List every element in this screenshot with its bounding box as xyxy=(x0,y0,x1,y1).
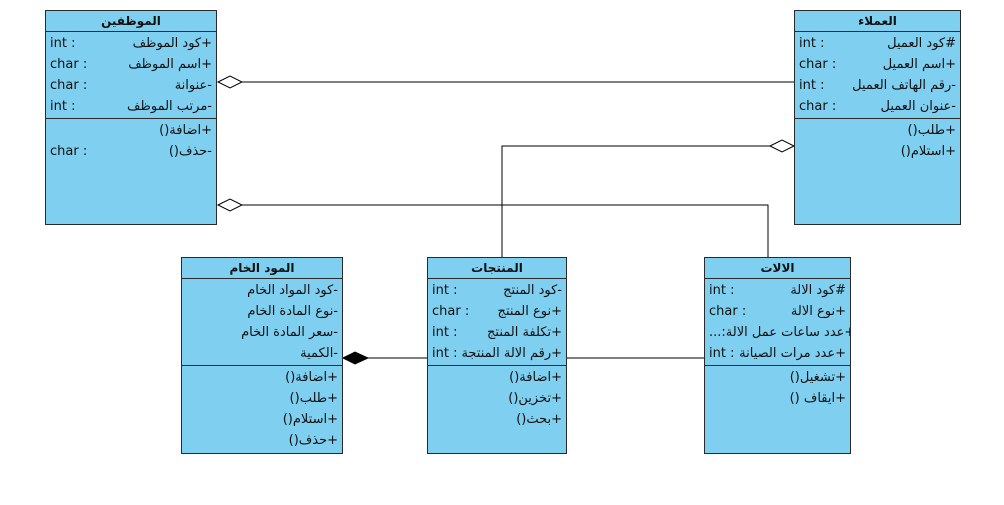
attribute-row: -نوع المادة الخام xyxy=(247,304,338,319)
class-customers[interactable]: العملاء int :#كود العميل char :+اسم العم… xyxy=(794,10,961,225)
aggregation-diamond-employees-2 xyxy=(216,198,244,212)
attribute-row: -الكمية xyxy=(300,346,338,361)
class-title: المنتجات xyxy=(428,258,566,279)
class-title: الالات xyxy=(705,258,850,279)
connector-employees-machines xyxy=(242,204,769,257)
attributes-section: int :-كود المنتج char :+نوع المنتج int :… xyxy=(428,279,566,366)
attributes-section: int :#كود العميل char :+اسم العميل int :… xyxy=(795,32,960,119)
class-machines[interactable]: الالات int :#كود الالة char :+نوع الالة … xyxy=(704,257,851,454)
class-products[interactable]: المنتجات int :-كود المنتج char :+نوع الم… xyxy=(427,257,567,454)
attribute-row: char :+نوع الالة xyxy=(709,304,846,319)
operations-section: +اضافة() +طلب() +استلام() +حذف() xyxy=(182,366,342,452)
operation-row: +ايقاف () xyxy=(789,391,846,406)
class-title: المود الخام xyxy=(182,258,342,279)
attribute-row: int :#كود العميل xyxy=(799,36,956,51)
attribute-row: int :+عدد مرات الصيانة xyxy=(709,346,846,361)
attributes-section: -كود المواد الخام -نوع المادة الخام -سعر… xyxy=(182,279,342,366)
attribute-row: int :#كود الالة xyxy=(709,283,846,298)
operations-section: +طلب() +استلام() xyxy=(795,119,960,163)
operation-row: char :-حذف() xyxy=(50,144,212,159)
operation-row: +اضافة() xyxy=(285,370,338,385)
attribute-row: char :+نوع المنتج xyxy=(432,304,562,319)
operation-row: +طلب() xyxy=(907,123,956,138)
operation-row: +حذف() xyxy=(288,433,338,448)
attribute-row: int :-رقم الهاتف العميل xyxy=(799,78,956,93)
operations-section: +اضافة() char :-حذف() xyxy=(46,119,216,163)
attribute-row: char :+اسم الموظف xyxy=(50,57,212,72)
attribute-row: char :-عنوان العميل xyxy=(799,99,956,114)
aggregation-diamond-customers xyxy=(768,139,796,153)
attributes-section: int :#كود الالة char :+نوع الالة ...:+عد… xyxy=(705,279,850,366)
operations-section: +اضافة() +تخزين() +بحث() xyxy=(428,366,566,431)
operations-section: +تشغيل() +ايقاف () xyxy=(705,366,850,410)
composition-diamond-rawmaterials xyxy=(341,351,370,365)
operation-row: +استلام() xyxy=(900,144,956,159)
attribute-row: ...:+عدد ساعات عمل الالة xyxy=(709,325,850,340)
attribute-row: int :+تكلفة المنتج xyxy=(432,325,562,340)
class-raw-materials[interactable]: المود الخام -كود المواد الخام -نوع الماد… xyxy=(181,257,343,454)
aggregation-diamond-employees xyxy=(216,75,244,89)
attribute-row: char :+اسم العميل xyxy=(799,57,956,72)
attribute-row: char :-عنوانة xyxy=(50,78,212,93)
class-employees[interactable]: الموظفين int :+كود الموظف char :+اسم الم… xyxy=(45,10,217,225)
attribute-row: int :-كود المنتج xyxy=(432,283,562,298)
class-title: الموظفين xyxy=(46,11,216,32)
attribute-row: int :+كود الموظف xyxy=(50,36,212,51)
attribute-row: -سعر المادة الخام xyxy=(241,325,338,340)
attribute-row: int :-مرتب الموظف xyxy=(50,99,212,114)
operation-row: +استلام() xyxy=(282,412,338,427)
operation-row: +اضافة() xyxy=(159,123,212,138)
operation-row: +بحث() xyxy=(516,412,562,427)
attribute-row: -كود المواد الخام xyxy=(247,283,338,298)
operation-row: +تشغيل() xyxy=(789,370,846,385)
connector-customers-products xyxy=(501,145,770,257)
attributes-section: int :+كود الموظف char :+اسم الموظف char … xyxy=(46,32,216,119)
attribute-row: int :+رقم الالة المنتجة xyxy=(432,346,562,361)
operation-row: +طلب() xyxy=(289,391,338,406)
class-title: العملاء xyxy=(795,11,960,32)
operation-row: +اضافة() xyxy=(509,370,562,385)
operation-row: +تخزين() xyxy=(508,391,562,406)
